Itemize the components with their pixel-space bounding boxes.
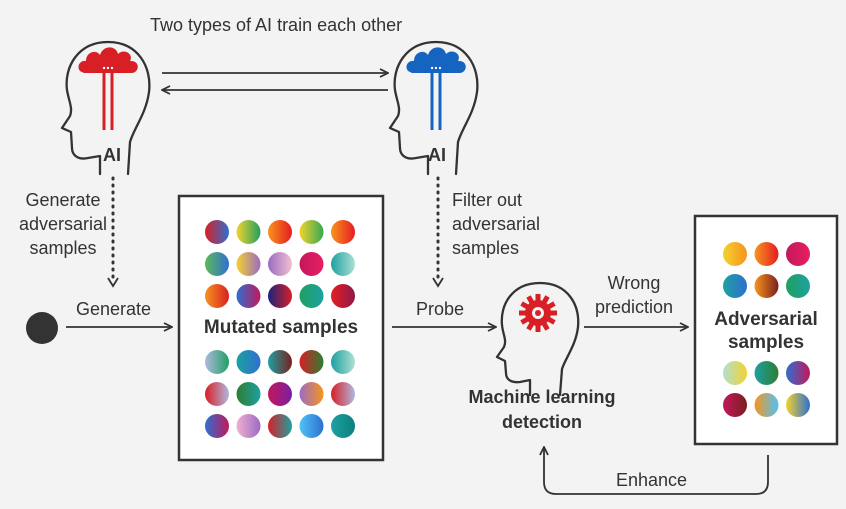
mutated-sample-dot — [236, 350, 261, 374]
mutated-sample-dot — [205, 220, 229, 244]
generate-adversarial-line-3: samples — [29, 238, 97, 258]
mutated-sample-dot — [331, 382, 355, 406]
mutated-sample-dot — [299, 220, 324, 244]
dotted-arrowhead-left — [107, 277, 119, 288]
gear-icon — [519, 294, 557, 332]
mutated-sample-dot — [299, 350, 324, 374]
adversarial-sample-dot — [723, 393, 747, 417]
ai-left-head-icon: ... — [60, 40, 151, 176]
ai-right-head-icon: ... — [388, 40, 479, 176]
adversarial-sample-dot — [786, 242, 810, 266]
mutated-sample-dot — [205, 350, 229, 374]
enhance-arrow — [544, 447, 769, 495]
mutated-sample-dot — [299, 414, 324, 438]
wrong-prediction-line-1: Wrong — [607, 273, 661, 293]
mutated-sample-dot — [205, 382, 229, 406]
ai-left-label: AI — [103, 145, 121, 165]
mutated-sample-dot — [331, 350, 355, 374]
enhance-label: Enhance — [616, 470, 688, 490]
mutated-sample-dots — [205, 220, 355, 438]
generate-arrow-label: Generate — [76, 299, 152, 319]
mutated-sample-dot — [268, 284, 292, 308]
wrong-prediction-line-2: prediction — [594, 297, 674, 317]
adversarial-sample-dot — [754, 242, 779, 266]
ml-detection-line-1: Machine learning — [468, 387, 616, 407]
mutated-sample-dot — [268, 414, 292, 438]
mutated-sample-dot — [331, 220, 355, 244]
mutated-sample-dot — [236, 382, 261, 406]
mutated-sample-dot — [331, 252, 355, 276]
adversarial-sample-dots — [723, 242, 810, 417]
probe-arrow-label: Probe — [416, 299, 465, 319]
adversarial-sample-dot — [786, 274, 810, 298]
adversarial-sample-dot — [723, 361, 747, 385]
adversarial-sample-dot — [754, 274, 779, 298]
svg-text:...: ... — [102, 56, 114, 72]
ml-detection-label: Machine learning detection — [452, 385, 632, 435]
adversarial-sample-dot — [723, 242, 747, 266]
mutated-sample-dot — [236, 252, 261, 276]
adversarial-samples-label: Adversarial samples — [696, 308, 836, 354]
adversarial-sample-dot — [754, 361, 779, 385]
generate-adversarial-line-2: adversarial — [18, 214, 108, 234]
mutated-sample-dot — [331, 414, 355, 438]
filter-out-line-3: samples — [452, 238, 520, 258]
ml-detection-line-2: detection — [501, 412, 582, 432]
mutated-sample-dot — [268, 252, 292, 276]
mutated-sample-dot — [236, 220, 261, 244]
dotted-arrowhead-right — [432, 277, 444, 288]
ai-right-brain — [406, 47, 466, 73]
generate-adversarial-line-1: Generate — [25, 190, 101, 210]
diagram-title: Two types of AI train each other — [150, 15, 403, 35]
origin-dot — [26, 312, 58, 344]
adversarial-sample-dot — [754, 393, 779, 417]
svg-text:...: ... — [430, 56, 442, 72]
ml-detector-head-icon — [495, 281, 580, 397]
mutated-sample-dot — [299, 252, 324, 276]
adversarial-sample-dot — [723, 274, 747, 298]
ai-right-label: AI — [428, 145, 446, 165]
mutated-samples-label: Mutated samples — [203, 317, 359, 338]
mutated-sample-dot — [268, 350, 292, 374]
filter-out-label: Filter out adversarial samples — [452, 188, 540, 260]
generate-adversarial-label: Generate adversarial samples — [8, 188, 118, 260]
mutated-sample-dot — [268, 220, 292, 244]
mutated-sample-dot — [205, 252, 229, 276]
adversarial-samples-line-2: samples — [727, 332, 805, 353]
mutated-sample-dot — [299, 284, 324, 308]
mutated-sample-dot — [268, 382, 292, 406]
filter-out-line-1: Filter out — [452, 190, 523, 210]
adversarial-samples-line-1: Adversarial — [714, 309, 818, 330]
wrong-prediction-label: Wrong prediction — [578, 271, 690, 319]
mutated-sample-dot — [236, 414, 261, 438]
mutated-sample-dot — [331, 284, 355, 308]
mutated-sample-dot — [299, 382, 324, 406]
adversarial-sample-dot — [786, 393, 810, 417]
mutated-sample-dot — [205, 284, 229, 308]
mutated-sample-dot — [236, 284, 261, 308]
ai-left-brain — [78, 47, 138, 73]
adversarial-sample-dot — [786, 361, 810, 385]
mutated-sample-dot — [205, 414, 229, 438]
filter-out-line-2: adversarial — [452, 214, 541, 234]
